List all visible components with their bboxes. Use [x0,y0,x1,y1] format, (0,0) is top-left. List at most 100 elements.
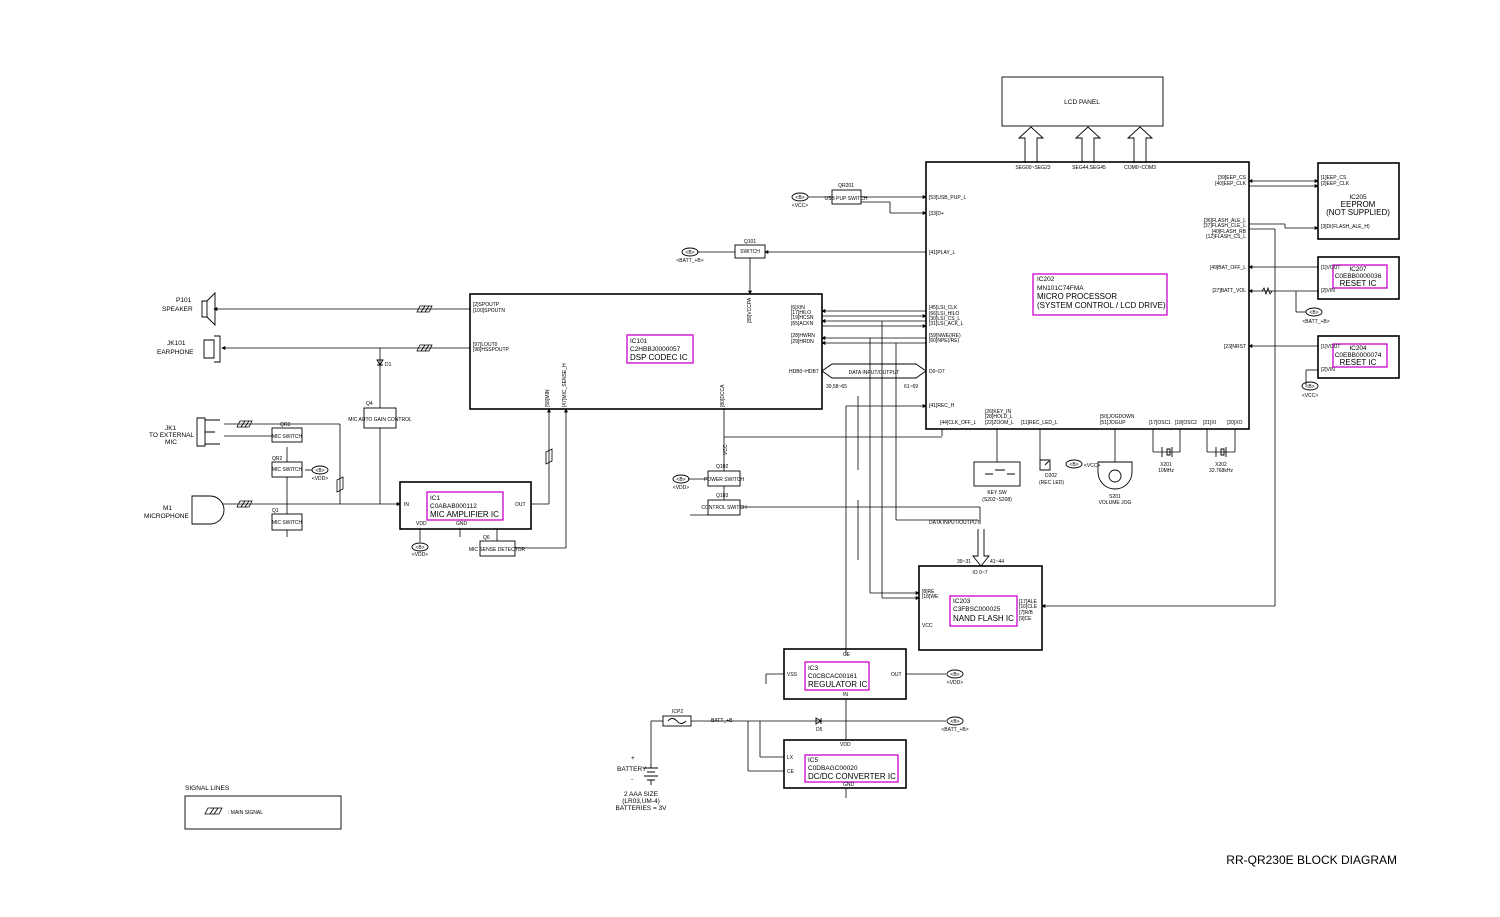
svg-text:CE: CE [843,652,851,658]
svg-text:[1]EEP_CS: [1]EEP_CS [1321,175,1347,181]
svg-text:ICP2: ICP2 [672,709,683,715]
svg-text:<BATT_+B>: <BATT_+B> [1302,319,1329,325]
svg-text:[65]ACKN: [65]ACKN [791,321,814,327]
svg-text:BATTERIES = 3V: BATTERIES = 3V [616,805,668,812]
svg-text:SPEAKER: SPEAKER [162,306,193,313]
svg-text:GND: GND [456,521,468,527]
svg-text:QR201: QR201 [838,183,854,189]
svg-text:MIC AMPLIFIER IC: MIC AMPLIFIER IC [430,510,499,519]
svg-text:JK101: JK101 [167,340,186,347]
svg-text:MIC AUTO GAIN CONTROL: MIC AUTO GAIN CONTROL [348,417,412,423]
svg-text:IC1: IC1 [430,495,441,502]
svg-text:Q103: Q103 [716,493,728,499]
svg-text:<VDD>: <VDD> [312,476,328,482]
svg-text:[51]JOGUP: [51]JOGUP [1100,420,1126,426]
svg-text:<B>: <B> [315,468,324,474]
svg-text:D1: D1 [385,362,392,368]
svg-text:C0EBB0000074: C0EBB0000074 [1335,352,1382,359]
svg-text:D5: D5 [816,727,823,733]
ic205-eeprom: IC205 EEPROM (NOT SUPPLIED) [1]EEP_CS [2… [1317,162,1400,240]
svg-text:<VDD>: <VDD> [673,485,689,491]
svg-text:10MHz: 10MHz [1158,468,1174,474]
svg-text:VDD: VDD [416,521,427,527]
svg-text:IC202: IC202 [1037,276,1055,283]
svg-text:NAND FLASH IC: NAND FLASH IC [953,614,1014,623]
svg-text:61~69: 61~69 [904,384,918,390]
svg-text:VOLUME JOG: VOLUME JOG [1099,500,1132,506]
svg-text:[45]LSI_CLK: [45]LSI_CLK [929,305,958,311]
svg-text:C3FBSC000025: C3FBSC000025 [953,606,1001,613]
svg-text:<B>: <B> [1069,462,1078,468]
svg-text:MIC SWITCH: MIC SWITCH [272,467,303,473]
svg-text:CONTROL SWITCH: CONTROL SWITCH [701,505,747,511]
ic3-regulator: IC3 C0CBCAC00161 REGULATOR IC VSS OUT CE… [783,648,907,700]
svg-text:DSP CODEC IC: DSP CODEC IC [630,353,688,362]
svg-text:CE: CE [787,769,795,775]
svg-text:MIC SENSE DETECTOR: MIC SENSE DETECTOR [469,547,526,553]
svg-text:IN: IN [404,502,409,508]
svg-text:2 AAA SIZE: 2 AAA SIZE [624,791,659,798]
svg-text:C0ABAB000112: C0ABAB000112 [430,503,477,510]
svg-text:RESET IC: RESET IC [1340,279,1377,288]
svg-text:[59]NWE(/RE): [59]NWE(/RE) [929,333,961,339]
svg-text:MIC SWITCH: MIC SWITCH [272,434,303,440]
svg-text:<BATT_+B>: <BATT_+B> [941,727,968,733]
small-blocks: QR201 USB PUP SWITCH Q101 SWITCH Q102 PO… [271,183,868,733]
svg-text:[30]LSI_CS_L: [30]LSI_CS_L [929,316,960,322]
svg-text:<B>: <B> [1309,310,1318,316]
svg-text:[80]DCCA: [80]DCCA [720,384,726,407]
supply-tags: <B> <VCC> <B> <BATT_+B> <B> <BATT_+B> <B… [311,192,1330,733]
svg-text:(SYSTEM CONTROL / LCD DRIVE): (SYSTEM CONTROL / LCD DRIVE) [1037,301,1166,310]
svg-text:[98]HSSPOUTP: [98]HSSPOUTP [473,347,510,353]
svg-text:(S202~S208): (S202~S208) [982,497,1012,503]
svg-text:<B>: <B> [950,672,959,678]
svg-text:[9]CE: [9]CE [1019,616,1032,622]
svg-text:Q1: Q1 [272,508,279,514]
svg-text:MICROPHONE: MICROPHONE [144,513,189,520]
svg-text:P101: P101 [176,297,192,304]
svg-text:REGULATOR IC: REGULATOR IC [808,680,867,689]
svg-text:SEG00~SEG23: SEG00~SEG23 [1015,165,1050,171]
svg-text:[2]VIN: [2]VIN [1321,367,1335,373]
svg-text:D202: D202 [1045,473,1057,479]
svg-text:[22]ZOOM_L: [22]ZOOM_L [985,420,1014,426]
svg-text:M1: M1 [163,505,172,512]
svg-text:(NOT SUPPLIED): (NOT SUPPLIED) [1326,208,1390,217]
svg-text:<VDD>: <VDD> [947,680,963,686]
svg-text:IC101: IC101 [630,338,648,345]
svg-text:DC/DC CONVERTER IC: DC/DC CONVERTER IC [808,772,896,781]
svg-text:VSS: VSS [787,672,798,678]
ic207-reset-ic: IC207 C0EBB0000036 RESET IC [1]VOUT [2]V… [1317,256,1400,300]
svg-text:LCD PANEL: LCD PANEL [1064,99,1100,106]
svg-text:[11]REC_LED_L: [11]REC_LED_L [1021,420,1058,426]
ic101-dsp-codec: IC101 C2HBBJ0000057 DSP CODEC IC [2]SPOU… [469,293,847,410]
svg-text:MN101C74FMA: MN101C74FMA [1037,285,1084,292]
svg-text:[31]LSI_ACK_L: [31]LSI_ACK_L [929,321,964,327]
svg-text:VCC: VCC [922,623,933,629]
svg-text:[12]FLASH_CS_L: [12]FLASH_CS_L [1206,234,1246,240]
svg-text:[41]REC_H: [41]REC_H [929,403,955,409]
svg-text:X201: X201 [1160,462,1172,468]
svg-text:IN: IN [843,692,848,698]
svg-text:EARPHONE: EARPHONE [157,349,194,356]
svg-text:<B>: <B> [1305,384,1314,390]
svg-text:[37]FLASH_CLE_L: [37]FLASH_CLE_L [1203,223,1246,229]
svg-text:[97]LOUT0: [97]LOUT0 [473,342,498,348]
svg-text:32.768kHz: 32.768kHz [1209,468,1233,474]
svg-text:QR3: QR3 [280,422,291,428]
svg-text:<VDD>: <VDD> [412,552,428,558]
svg-text:(LR03,UM-4): (LR03,UM-4) [622,798,660,805]
svg-text:C0EBB0000036: C0EBB0000036 [1335,273,1382,280]
svg-text:[26]KEY_IN: [26]KEY_IN [985,409,1012,415]
svg-text:IC3: IC3 [808,665,819,672]
svg-text:[29]HRDN: [29]HRDN [791,339,814,345]
page-title: RR-QR230E BLOCK DIAGRAM [1226,853,1397,867]
ic202-microprocessor: IC202 MN101C74FMA MICRO PROCESSOR (SYSTE… [925,161,1250,430]
svg-text:<BATT_+B>: <BATT_+B> [676,258,703,264]
ic204-reset-ic: IC204 C0EBB0000074 RESET IC [1]VOUT [2]V… [1317,335,1400,379]
svg-text:[49]BAT_OFF_L: [49]BAT_OFF_L [1210,265,1246,271]
lcd-panel: LCD PANEL SEG00~SEG23 SEG44,SEG45 COM0~C… [1001,76,1164,171]
svg-text:QR2: QR2 [272,456,283,462]
svg-text:[33]D+: [33]D+ [929,211,944,217]
